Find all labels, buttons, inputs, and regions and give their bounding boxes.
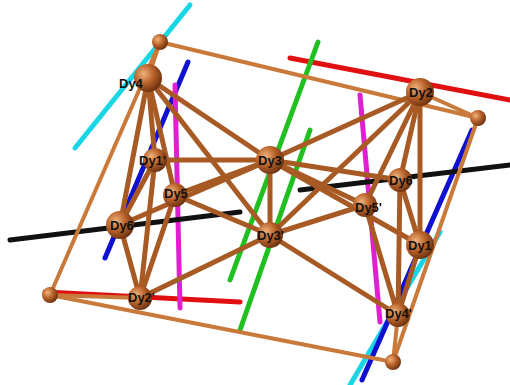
atom-label: Dy1'	[139, 154, 166, 167]
atom-label: Dy2	[409, 86, 433, 99]
atom-label: Dy4	[119, 77, 143, 90]
atom-label: Dy5	[164, 187, 188, 200]
atom-label: Dy3	[258, 154, 282, 167]
atom-label: Dy6'	[389, 174, 416, 187]
atom-label: Dy1	[408, 239, 432, 252]
atom-label: Dy3'	[257, 229, 284, 242]
atom-label: Dy4'	[385, 307, 412, 320]
atom-label: Dy2'	[128, 291, 155, 304]
atom-label: Dy6	[110, 219, 134, 232]
atom-label: Dy5'	[355, 201, 382, 214]
